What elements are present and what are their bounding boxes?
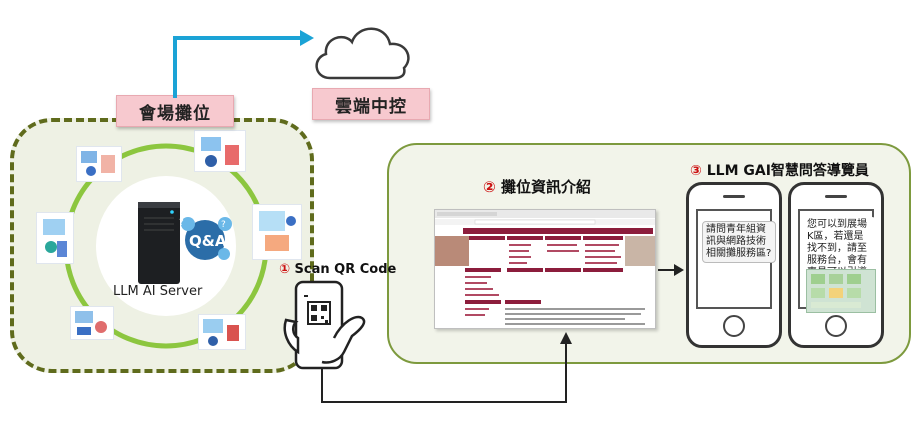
- booth-illustration-2: [194, 130, 246, 172]
- floor-map-image: [806, 269, 876, 313]
- cloud-control-banner: 雲端中控: [312, 88, 430, 120]
- phone-question: 請問青年組資訊與網路技術相關攤服務區?: [686, 182, 782, 348]
- website-thumbnail-graphic: [435, 210, 655, 325]
- cloud-icon: [315, 27, 410, 80]
- booth-illustration-6: [198, 314, 246, 350]
- step2-number: ②: [483, 178, 496, 196]
- llm-server-label: LLM AI Server: [113, 284, 203, 299]
- venue-booth-title: 會場攤位: [139, 103, 211, 124]
- booth-illustration-1: [76, 146, 122, 182]
- home-button-icon: [825, 315, 847, 337]
- step2-text: 攤位資訊介紹: [500, 178, 591, 196]
- qa-badge-text: Q&A: [189, 232, 227, 250]
- hand-phone-qr-icon: [283, 280, 366, 370]
- server-tower-icon: [138, 202, 180, 284]
- phone-screen: 請問青年組資訊與網路技術相關攤服務區?: [696, 209, 776, 309]
- phone-speaker: [825, 195, 847, 198]
- svg-text:?: ?: [179, 218, 184, 228]
- cloud-control-title: 雲端中控: [335, 96, 407, 117]
- scan-flow-connector: [321, 332, 572, 403]
- qa-bubble-icon: ? ?: [179, 217, 232, 260]
- phone-answer: 您可以到展場K區，若還是找不到，請至服務台，會有專員可以引導你。: [788, 182, 884, 348]
- home-button-icon: [723, 315, 745, 337]
- step2-label: ② 攤位資訊介紹: [483, 176, 591, 197]
- phone-speaker: [723, 195, 745, 198]
- phone-screen: 您可以到展場K區，若還是找不到，請至服務台，會有專員可以引導你。: [798, 209, 876, 313]
- booth-website-screenshot: [434, 209, 656, 329]
- step1-text: Scan QR Code: [294, 262, 397, 277]
- cloud-connection-arrow: [173, 30, 314, 98]
- step1-label: ① Scan QR Code: [279, 262, 396, 277]
- question-bubble: 請問青年組資訊與網路技術相關攤服務區?: [702, 221, 776, 263]
- step3-text: LLM GAI智慧問答導覽員: [706, 163, 869, 179]
- to-assistant-arrow: [658, 264, 684, 276]
- step3-number: ③: [690, 163, 702, 179]
- svg-text:?: ?: [221, 220, 226, 230]
- booth-illustration-3: [36, 212, 74, 264]
- step1-number: ①: [279, 262, 291, 277]
- qr-code-icon: [307, 301, 331, 325]
- step3-label: ③ LLM GAI智慧問答導覽員: [690, 160, 869, 180]
- booth-illustration-5: [70, 306, 114, 340]
- booth-illustration-4: [252, 204, 302, 260]
